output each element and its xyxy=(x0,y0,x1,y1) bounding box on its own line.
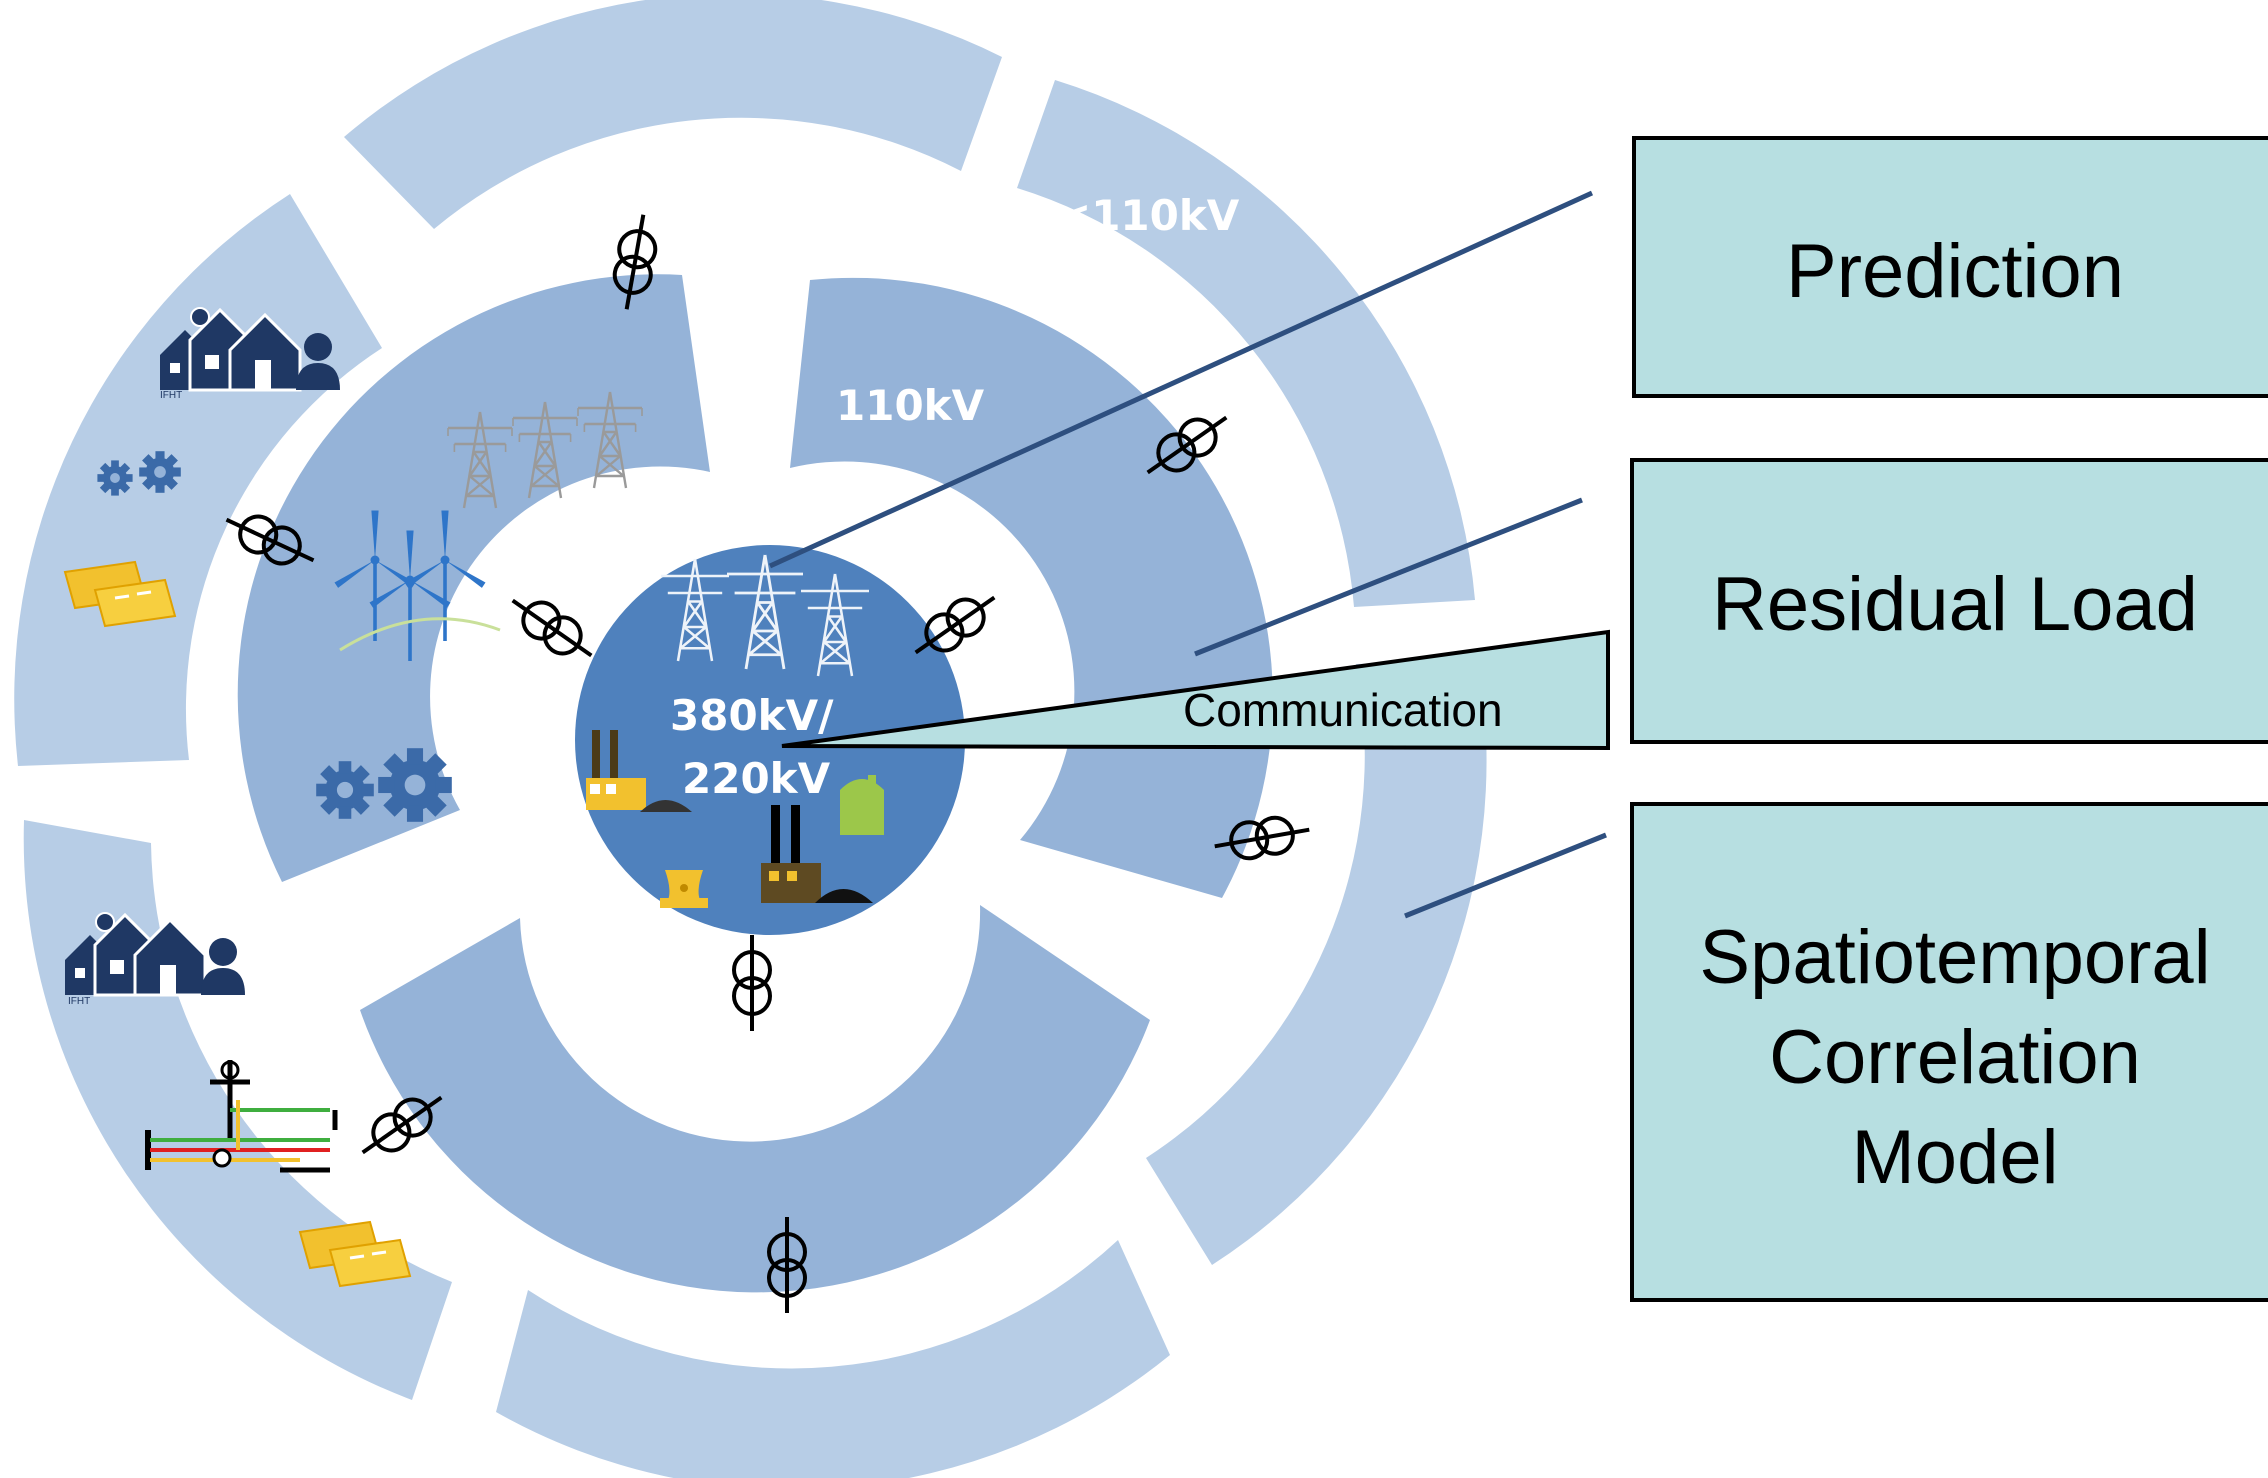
spatiotemporal-model-box: Spatiotemporal Correlation Model xyxy=(1630,802,2268,1302)
outer-ring-segment xyxy=(496,1240,1170,1478)
outer-ring-segment xyxy=(344,0,1002,229)
communication-callout xyxy=(781,629,1610,751)
houses-caption: IFHT xyxy=(160,390,182,401)
connector-line xyxy=(1194,497,1583,657)
gear-icon xyxy=(316,761,374,819)
spatiotemporal-model-box-label: Correlation xyxy=(1769,1015,2141,1100)
transformer-icon xyxy=(500,583,604,673)
spatiotemporal-model-box-label: Model xyxy=(1852,1115,2059,1200)
outer-ring-label: <110kV xyxy=(1056,191,1240,240)
middle-ring-segment xyxy=(237,274,711,882)
residual-load-box-label: Residual Load xyxy=(1712,562,2198,647)
outer-ring-segment xyxy=(1017,80,1475,607)
nuclear-plant-icon xyxy=(660,870,708,908)
center-label: 220kV xyxy=(682,754,831,803)
middle-ring-label: 110kV xyxy=(836,381,985,430)
outer-ring-segment xyxy=(1146,660,1487,1265)
gear-icon xyxy=(378,748,452,822)
biogas-plant-icon xyxy=(840,775,884,835)
middle-ring-segment xyxy=(360,905,1150,1293)
center-label: 380kV/ xyxy=(670,691,834,740)
spatiotemporal-model-box-label: Spatiotemporal xyxy=(1699,915,2210,1000)
connector-line xyxy=(1404,832,1607,919)
prediction-box: Prediction xyxy=(1632,136,2268,398)
prediction-box-label: Prediction xyxy=(1786,229,2124,314)
residual-load-box: Residual Load xyxy=(1630,458,2268,744)
transformer-icon xyxy=(732,933,772,1033)
connector-lines xyxy=(768,190,1607,919)
gear-icon xyxy=(97,460,133,496)
communication-label: Communication xyxy=(1183,684,1503,736)
grid-diagram-icon xyxy=(145,1060,338,1173)
center-disc xyxy=(575,545,965,935)
connector-line xyxy=(768,190,1594,569)
houses-caption: IFHT xyxy=(68,996,90,1007)
gear-icon xyxy=(139,451,181,493)
